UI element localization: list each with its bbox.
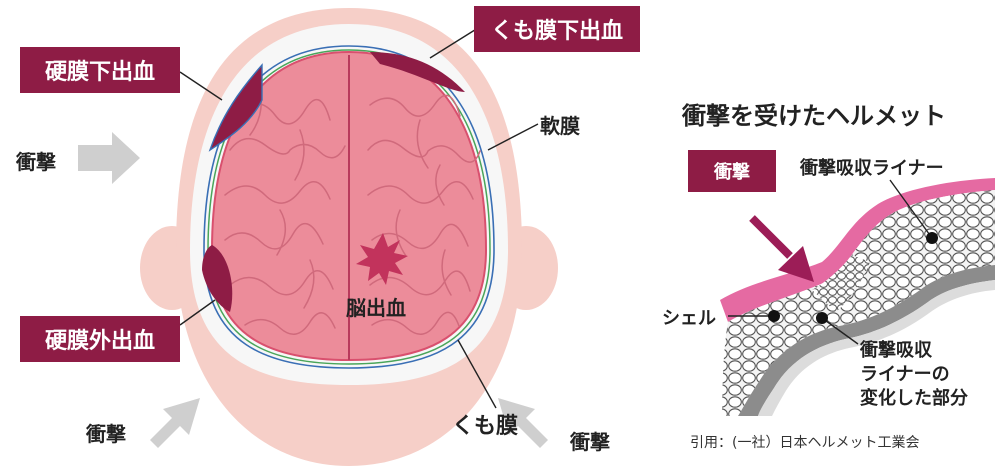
leader-subdural: [179, 71, 223, 101]
epidural-hematoma-tag: 硬膜外出血: [20, 316, 180, 362]
epidural-hematoma-label: 硬膜外出血: [44, 329, 155, 354]
brain-gyri: [224, 89, 481, 335]
arachnoid-line: [207, 49, 491, 365]
impact-label-bottom-left: 衝撃: [86, 422, 126, 446]
leader-subarachnoid: [429, 27, 479, 59]
helmet-inner-band: [738, 265, 995, 416]
subdural-hematoma-tag: 硬膜下出血: [20, 47, 180, 93]
head-illustration: [140, 8, 558, 466]
helmet-inner-surface: [758, 280, 995, 416]
deformed-liner-label-3: 変化した部分: [860, 388, 968, 409]
impact-arrow-left: [78, 132, 140, 184]
helmet-impact-arrow: [749, 215, 814, 282]
impact-arrow-bottom-left: [150, 398, 200, 448]
leader-pia: [487, 123, 539, 151]
helmet-title: 衝撃を受けたヘルメット: [682, 102, 946, 130]
subdural-hematoma-region: [208, 63, 263, 152]
leader-arachnoid: [457, 339, 497, 409]
impact-arrow-bottom-right: [498, 398, 548, 448]
subarachnoid-hemorrhage-region: [370, 52, 465, 92]
impact-label-bottom-right: 衝撃: [570, 430, 610, 454]
deformed-liner-label-2: ライナーの: [860, 364, 950, 385]
helmet-shell: [720, 178, 995, 322]
arachnoid-label: くも膜: [452, 414, 519, 439]
deformed-liner-label-1: 衝撃吸収: [860, 340, 932, 361]
pia-mater-label: 軟膜: [540, 114, 580, 138]
leader-lines: [179, 27, 539, 409]
impact-label-left: 衝撃: [16, 150, 56, 174]
subdural-hematoma-label: 硬膜下出血: [44, 60, 155, 85]
liner-deformed-zone: [812, 255, 870, 312]
intracerebral-hemorrhage-star: [356, 233, 408, 285]
liner-marker-dot: [926, 232, 938, 244]
epidural-hematoma-region: [202, 245, 233, 312]
helmet-impact-label: 衝撃: [714, 162, 750, 183]
helmet-markers: [728, 179, 938, 345]
liner-label: 衝撃吸収ライナー: [800, 158, 944, 179]
subarachnoid-hemorrhage-tag: くも膜下出血: [474, 6, 640, 52]
shell-label: シェル: [662, 308, 716, 329]
deformed-marker-dot: [816, 312, 828, 324]
helmet-impact-tag: 衝撃: [688, 150, 776, 192]
helmet-section: [720, 178, 995, 416]
credit-text: 引用：(一社）日本ヘルメット工業会: [690, 435, 920, 451]
subarachnoid-hemorrhage-label: くも膜下出血: [490, 19, 623, 44]
intracerebral-hemorrhage-label: 脳出血: [346, 296, 406, 320]
helmet-liner: [722, 190, 995, 416]
leader-epidural: [179, 299, 216, 326]
shell-marker-dot: [768, 310, 780, 322]
